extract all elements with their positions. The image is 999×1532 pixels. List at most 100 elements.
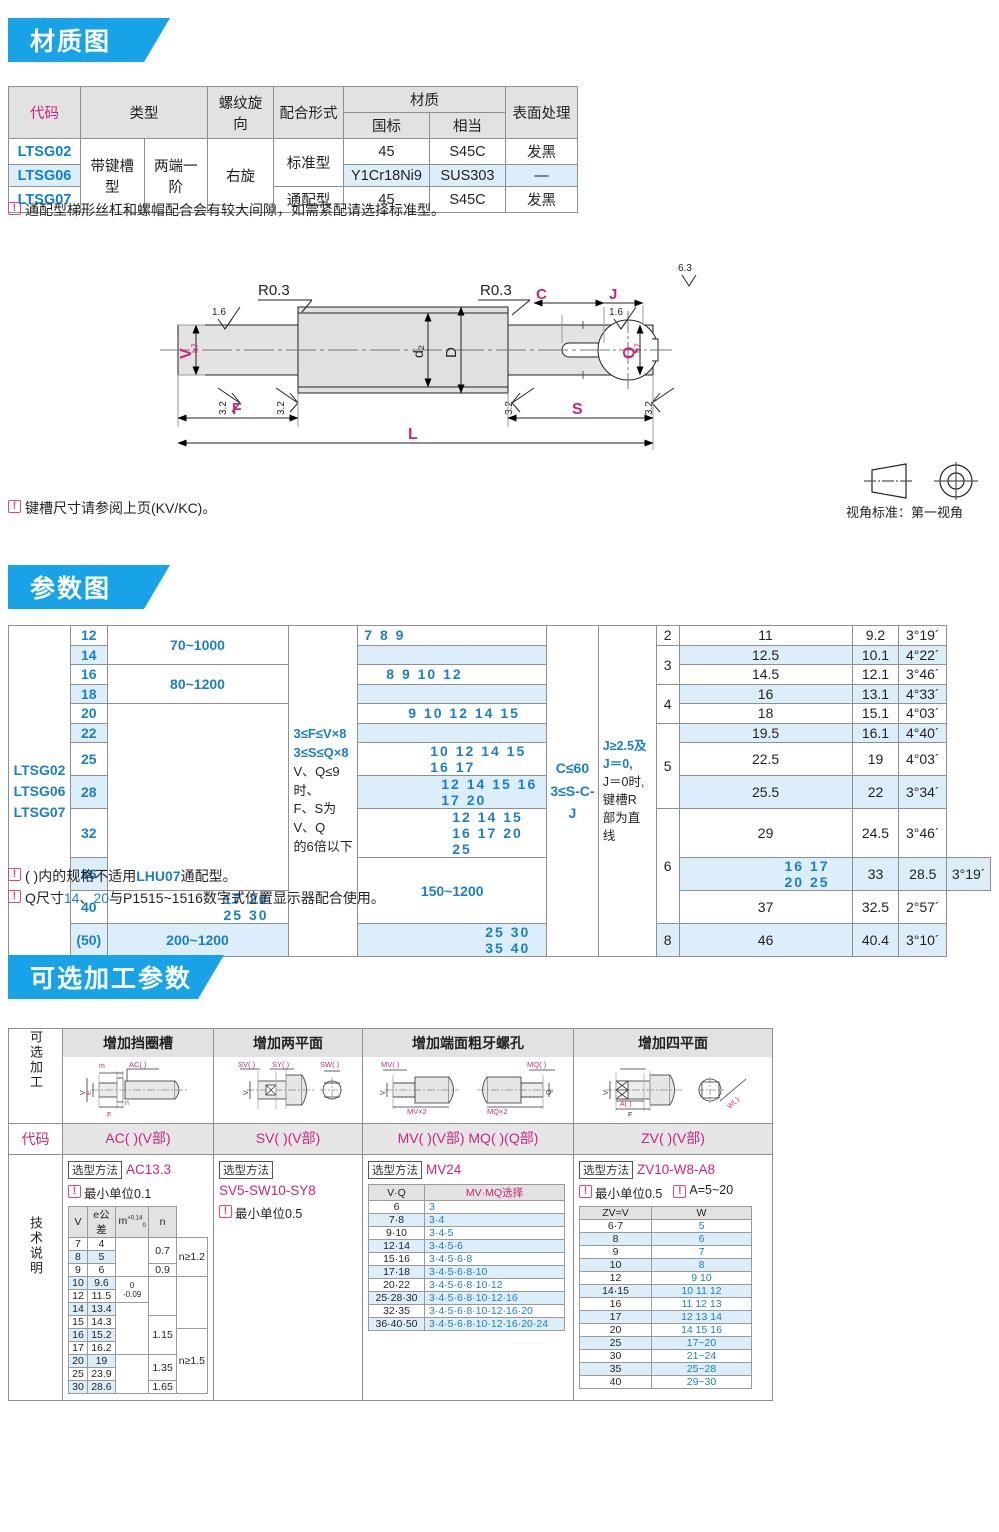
svg-text:SW( ): SW( ): [320, 1060, 340, 1069]
ac-method-value: AC13.3: [126, 1162, 172, 1177]
param-v: 36: [70, 857, 108, 891]
param-v: 32: [70, 808, 108, 858]
ac-e: 11.5: [86, 1289, 116, 1303]
mv-vq: 15·16: [368, 1252, 425, 1266]
ac-h-v: V: [68, 1206, 88, 1238]
param-d2: 15.1: [851, 703, 900, 724]
code-ac: AC( )(V部): [62, 1123, 214, 1155]
mv-vq: 7·8: [368, 1213, 425, 1227]
svg-text:V: V: [380, 1090, 387, 1095]
param-note1-b: LHU07: [136, 868, 181, 884]
zv-w: 25~28: [651, 1362, 752, 1376]
param-lead: [357, 722, 548, 743]
sv-diagram: SV( ) SY( ) SW( ) V: [238, 1060, 344, 1109]
info-icon: !: [8, 500, 21, 513]
zv-zv: 6·7: [579, 1219, 652, 1233]
param-d2: 12.1: [851, 664, 900, 685]
svg-text:m: m: [99, 1063, 105, 1070]
param-length: 150~1200: [357, 857, 548, 924]
label-r03-right: R0.3: [480, 282, 512, 299]
keyway-note: ! 键槽尺寸请参阅上页(KV/KC)。: [8, 498, 428, 518]
mv-vq: 25·28·30: [368, 1291, 425, 1305]
view-standard-label: 视角标准：第一视角: [846, 505, 964, 520]
mv-sel: 3·4·5·6·8·10: [424, 1265, 565, 1279]
param-note2-e: 与P1515~1516数字式位置显示器配合使用。: [109, 890, 385, 906]
banner-slant: [198, 955, 224, 999]
cell-gb: 45: [343, 138, 430, 165]
table-header-row: 代码 类型 螺纹旋向 配合形式 材质 表面处理: [8, 86, 578, 139]
sv-method-label: 选型方法: [219, 1161, 273, 1179]
ac-e: 15.2: [86, 1328, 116, 1342]
zv-w: 17~20: [651, 1336, 752, 1350]
svg-text:F: F: [628, 1112, 632, 1119]
optional-code-row: 代码 AC( )(V部) SV( )(V部) MV( )(V部) MQ( )(Q…: [8, 1123, 773, 1155]
svg-text:e: e: [86, 1091, 93, 1095]
param-d: 46: [678, 923, 853, 957]
label-r03-left: R0.3: [258, 282, 290, 299]
ac-e: 16.2: [86, 1341, 116, 1355]
param-d2: 9.2: [851, 625, 900, 646]
code-sv: SV( )(V部): [213, 1123, 363, 1155]
row-label-code-text: 代码: [21, 1131, 50, 1147]
param-v: 20: [70, 703, 108, 724]
ac-n: n≥1.5: [175, 1328, 209, 1394]
ac-v: 20: [68, 1354, 88, 1368]
svg-text:V: V: [80, 1090, 87, 1095]
zv-w: 6: [651, 1232, 752, 1246]
frustum-icon: [871, 463, 907, 499]
surface-finish-32-d: [651, 387, 675, 413]
param-d2: 28.5: [898, 857, 948, 891]
ac-e: 28.6: [86, 1380, 116, 1394]
svg-text:MV( ): MV( ): [381, 1060, 400, 1069]
param-d2: 32.5: [851, 890, 900, 924]
param-length: 80~1200: [106, 664, 289, 704]
param-pitch: 4: [655, 683, 680, 724]
param-d: 12.5: [678, 644, 853, 665]
mv-method-value: MV24: [426, 1162, 462, 1177]
ac-m: 1.35: [148, 1354, 177, 1381]
header-surface: 表面处理: [505, 86, 578, 139]
banner-slant: [144, 565, 170, 609]
zv-h-w: W: [651, 1206, 752, 1220]
mv-sel: 3: [424, 1200, 565, 1214]
cell-thread-dir: 右旋: [207, 138, 274, 213]
svg-text:F: F: [107, 1112, 111, 1119]
ac-v: 25: [68, 1367, 88, 1381]
cell-code: LTSG02: [8, 138, 81, 165]
ac-m: 1.15: [148, 1315, 177, 1355]
mv-sel: 3·4: [424, 1213, 565, 1227]
ac-v: 30: [68, 1380, 88, 1394]
param-lead: 10 12 14 15 16 17: [357, 742, 548, 776]
header-material: 材质: [343, 86, 506, 113]
label-q: Q: [621, 347, 638, 359]
zv-w: 8: [651, 1258, 752, 1272]
zv-zv: 20: [579, 1323, 652, 1337]
section-banner-optional: 可选加工参数: [8, 955, 224, 999]
surface-finish-16-left: [217, 306, 241, 330]
row-label-proc: 可选加工: [8, 1028, 63, 1124]
label-rough-32-a: 3.2: [218, 401, 229, 415]
param-d2: 24.5: [851, 808, 900, 858]
label-rough-32-b: 3.2: [276, 401, 287, 415]
table-row: LTSG07 通配型 45 S45C 发黑: [8, 186, 578, 213]
param-note-2: ! Q尺寸14、20与P1515~1516数字式位置显示器配合使用。: [8, 888, 385, 908]
cell-fit-universal: 通配型: [273, 186, 344, 213]
label-rough-32-c: 3.2: [504, 401, 515, 415]
param-lead: [357, 644, 548, 665]
cell-equiv: S45C: [429, 186, 506, 213]
mv-vq: 17·18: [368, 1265, 425, 1279]
material-note: ! 通配型梯形丝杠和螺帽配合会有较大间隙，如需紧配请选择标准型。: [8, 200, 568, 220]
label-v-sub: h7: [190, 343, 200, 353]
ac-v: 10: [68, 1276, 88, 1290]
keyway-note-text: 键槽尺寸请参阅上页(KV/KC)。: [25, 500, 217, 516]
